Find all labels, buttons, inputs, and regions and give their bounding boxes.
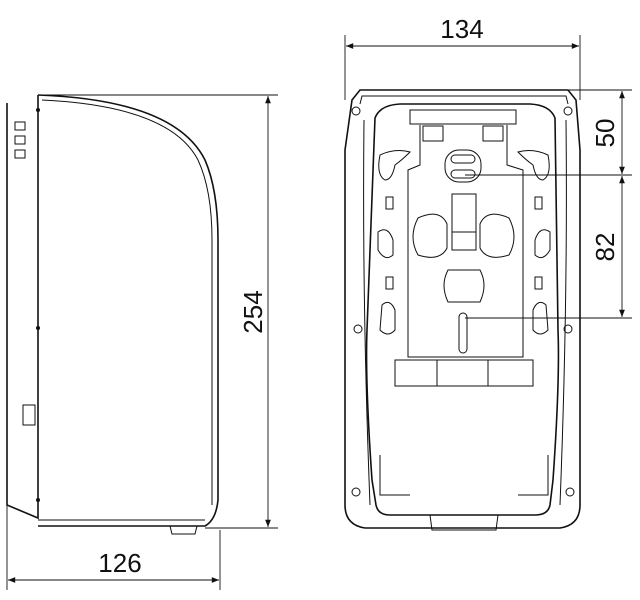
dimension-height: 254 [40, 94, 278, 529]
dimension-holes: 50 82 [465, 89, 632, 319]
dimension-width-front: 134 [344, 14, 581, 100]
dimension-label-width-side: 126 [98, 548, 141, 578]
side-view [6, 94, 219, 535]
front-view [344, 89, 581, 531]
dimension-label-hole-spacing: 82 [590, 233, 620, 262]
dimension-label-height: 254 [238, 290, 268, 333]
dimension-width-side: 126 [6, 505, 221, 590]
dimension-label-top-offset: 50 [590, 119, 620, 148]
dimension-label-width-front: 134 [440, 14, 483, 44]
